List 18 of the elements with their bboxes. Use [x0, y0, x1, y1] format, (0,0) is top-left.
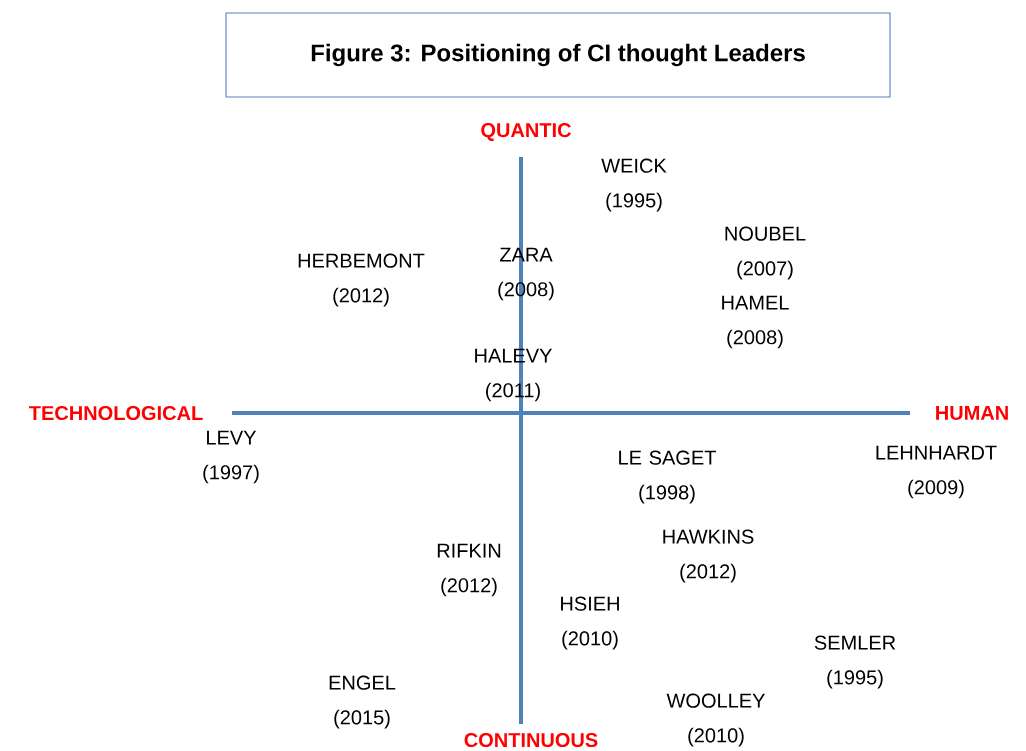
author-label: WOOLLEY (2010) [666, 693, 766, 747]
author-label: WEICK (1995) [601, 158, 667, 212]
author-label: RIFKIN (2012) [437, 543, 501, 597]
author-label: HAWKINS (2012) [663, 529, 754, 583]
author-label: HAMEL (2008) [722, 295, 789, 349]
author-label: ENGEL (2015) [329, 675, 396, 729]
author-label: SEMLER (1995) [814, 635, 896, 689]
author-label: LE SAGET (1998) [619, 450, 716, 504]
title-box: Figure 3: Positioning of CI thought Leaders [225, 12, 891, 98]
axis-label: QUANTIC [481, 123, 571, 141]
axis-label: CONTINUOUS [464, 732, 598, 748]
author-label: HSIEH (2010) [561, 596, 619, 650]
axis-label: TECHNOLOGICAL [29, 405, 203, 421]
axis-label: HUMAN [936, 406, 1008, 420]
author-label: LEVY (1997) [203, 430, 259, 484]
author-label: LEHNHARDT (2009) [876, 445, 997, 499]
author-label: HERBEMONT (2012) [298, 253, 425, 307]
author-label: NOUBEL (2007) [725, 226, 806, 280]
